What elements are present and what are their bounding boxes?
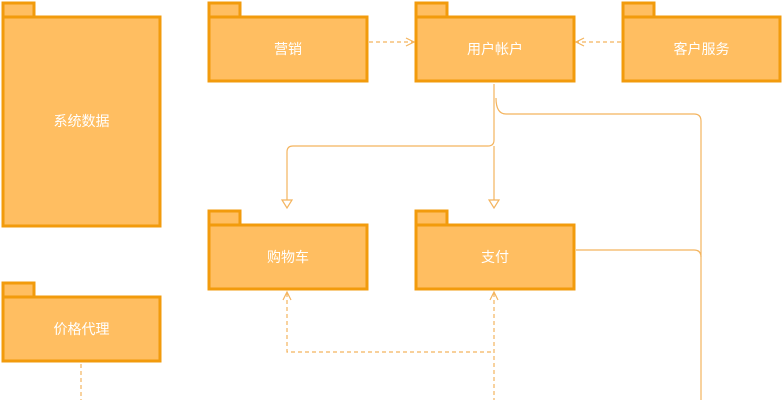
package-user-account[interactable]: 用户帐户 [414,1,576,83]
association-user-account-right [495,97,702,400]
package-shopping-cart[interactable]: 购物车 [207,209,369,291]
arrowhead-payment [487,199,501,210]
package-label-system-data: 系统数据 [54,114,110,130]
package-tab [1,281,36,299]
package-body [1,295,162,363]
arrowhead-user-account-from-customer-service [574,37,585,47]
arrowhead-shopping-cart [280,199,294,210]
package-body [414,223,576,291]
package-body [207,223,369,291]
package-tab [414,1,449,19]
package-tab [414,209,449,227]
package-marketing[interactable]: 营销 [207,1,369,83]
package-tab [621,1,656,19]
package-body [414,15,576,83]
connectors [80,37,702,400]
package-customer-service[interactable]: 客户服务 [621,1,782,83]
package-label-customer-service: 客户服务 [674,41,730,58]
arrowhead-shopping-cart-dependency [282,290,292,301]
arrowhead-payment-dependency [489,290,499,301]
package-label-marketing: 营销 [274,42,302,58]
package-payment[interactable]: 支付 [414,209,576,291]
arrowhead-user-account-from-marketing [405,37,416,47]
dependency-bottom-to-shopping-cart [286,293,494,353]
generalization-user-account-to-shopping-cart [286,84,495,200]
package-body [1,15,162,228]
package-label-price-agent: 价格代理 [54,322,110,338]
package-tab [207,1,242,19]
package-tab [207,209,242,227]
package-system-data[interactable]: 系统数据 [1,1,162,228]
package-label-user-account: 用户帐户 [467,41,523,58]
package-body [621,15,782,83]
association-payment-right [576,249,702,258]
package-label-shopping-cart: 购物车 [267,249,309,266]
package-price-agent[interactable]: 价格代理 [1,281,162,363]
package-tab [1,1,36,19]
package-label-payment: 支付 [481,250,509,266]
package-body [207,15,369,83]
